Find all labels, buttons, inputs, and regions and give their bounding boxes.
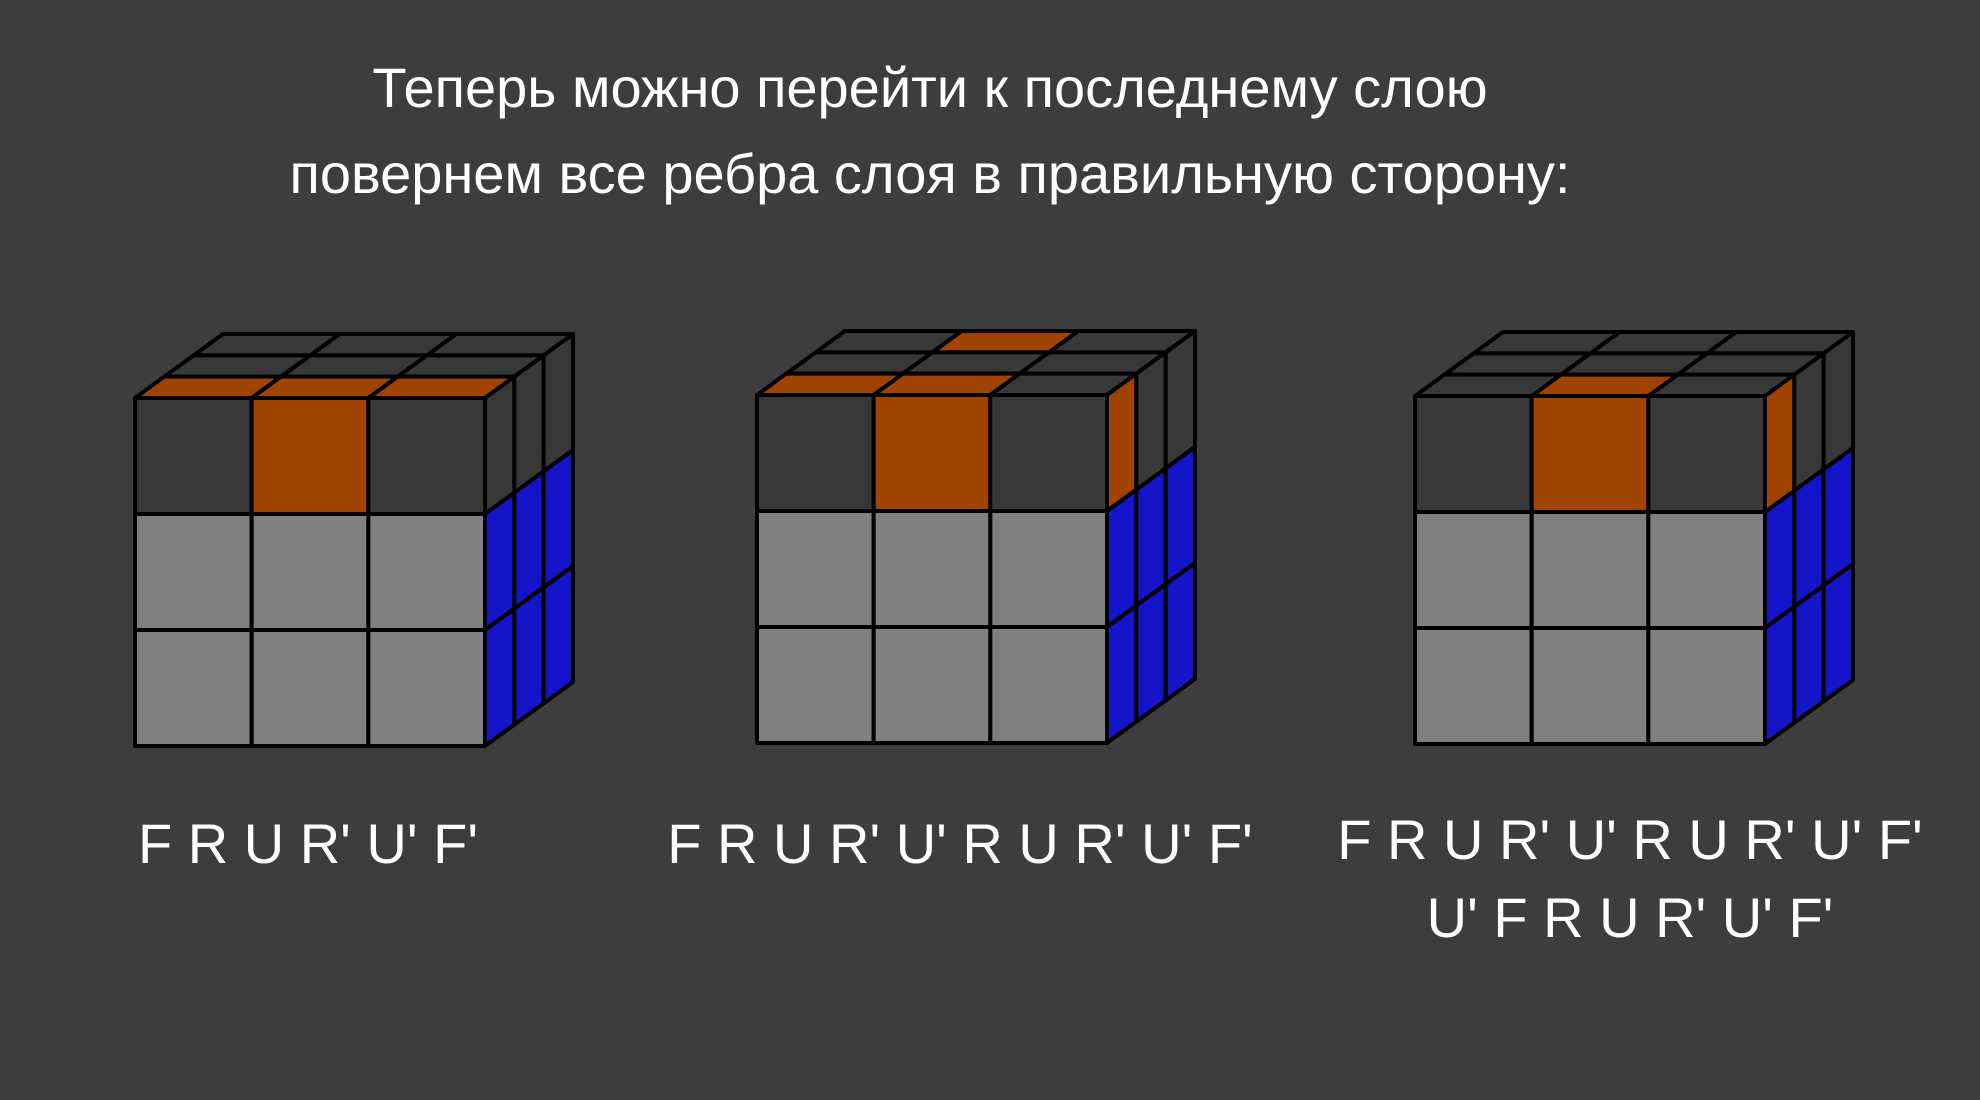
cube-2-front-sticker	[988, 509, 1109, 629]
cube-3-right-sticker	[1763, 604, 1797, 746]
cube-1-front-sticker	[249, 396, 371, 516]
algorithm-3-line-1: F R U R' U' R U R' U' F'	[1337, 808, 1923, 871]
cube-1-right-sticker	[483, 606, 517, 748]
cube-1-front-sticker	[366, 396, 487, 516]
cube-3	[1413, 330, 1855, 746]
heading-line-2: повернем все ребра слоя в правильную сто…	[289, 142, 1571, 205]
cube-2-front-sticker	[871, 625, 993, 745]
heading-line-1: Теперь можно перейти к последнему слою	[372, 56, 1488, 119]
cube-3-front-sticker	[1646, 510, 1767, 630]
cube-1	[133, 332, 575, 748]
cube-3-right-sticker	[1821, 562, 1855, 704]
cube-1-front-sticker	[133, 396, 254, 516]
cube-3-front-sticker	[1646, 626, 1767, 746]
cube-3-front-sticker	[1529, 626, 1651, 746]
cube-1-front-sticker	[133, 512, 254, 632]
cube-1-front-sticker	[366, 512, 487, 632]
cube-1-front-sticker	[133, 628, 254, 748]
cube-2-right-sticker	[1163, 561, 1197, 703]
algorithm-1: F R U R' U' F'	[137, 812, 479, 875]
cube-3-front-sticker	[1413, 510, 1534, 630]
cube-2-front-sticker	[988, 393, 1109, 513]
cube-2-front-sticker	[755, 509, 876, 629]
cube-2-front-sticker	[871, 393, 993, 513]
cube-1-front-sticker	[249, 512, 371, 632]
cube-2-front-sticker	[755, 393, 876, 513]
cube-2-front-sticker	[755, 625, 876, 745]
cube-1-right-sticker	[541, 564, 575, 706]
cube-2-front-sticker	[871, 509, 993, 629]
cube-3-front-sticker	[1413, 394, 1534, 514]
cube-2	[755, 329, 1197, 745]
cube-1-front-sticker	[249, 628, 371, 748]
algorithm-2: F R U R' U' R U R' U' F'	[667, 812, 1253, 875]
cube-3-front-sticker	[1529, 394, 1651, 514]
cube-1-front-sticker	[366, 628, 487, 748]
cube-2-right-sticker	[1105, 603, 1139, 745]
cube-2-right-sticker	[1134, 582, 1168, 724]
cube-3-right-sticker	[1792, 583, 1826, 725]
cube-1-right-sticker	[512, 585, 546, 727]
cube-3-front-sticker	[1529, 510, 1651, 630]
algorithm-3-line-2: U' F R U R' U' F'	[1426, 886, 1834, 949]
cube-3-front-sticker	[1646, 394, 1767, 514]
cube-3-front-sticker	[1413, 626, 1534, 746]
cube-2-front-sticker	[988, 625, 1109, 745]
